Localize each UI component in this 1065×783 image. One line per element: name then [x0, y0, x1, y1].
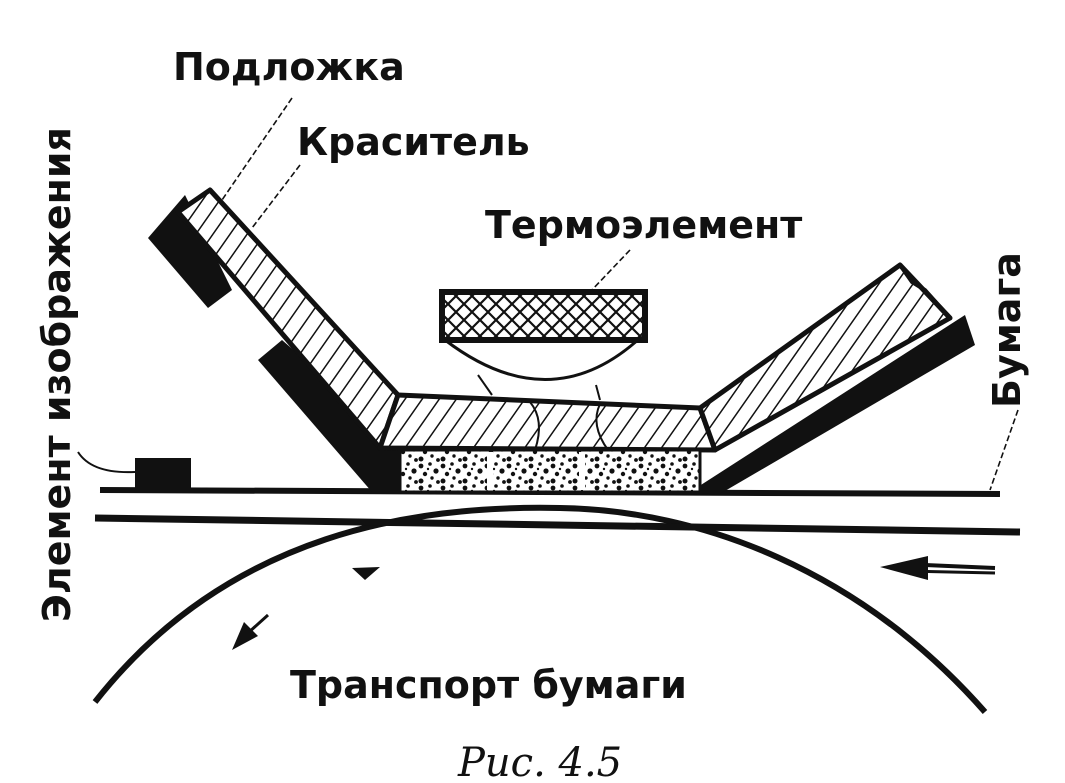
label-paper: Бумага [985, 252, 1029, 408]
transport-arrow-left-head [232, 622, 258, 650]
label-substrate: Подложка [173, 45, 405, 89]
label-paper-transport: Транспорт бумаги [290, 663, 687, 707]
leader-thermo-element [589, 249, 631, 293]
label-thermo-element: Термоэлемент [485, 203, 802, 247]
transferred-dye [398, 448, 702, 494]
heat-crack-1 [529, 401, 540, 451]
leader-dye [251, 164, 301, 229]
transport-drum-arc [92, 504, 988, 714]
paper-sheet-bottom [94, 514, 1021, 536]
substrate-left-lower [258, 340, 408, 492]
thermo-element-curve [444, 336, 642, 381]
paper-feed-arrow-head [880, 556, 928, 580]
thermo-element-stem-right [595, 384, 601, 401]
substrate-right [690, 315, 975, 495]
label-image-element: Элемент изображения [35, 127, 79, 622]
transport-arrow-right [352, 567, 380, 580]
image-element-leader [77, 451, 136, 474]
dye-ribbon-bottom [377, 392, 718, 453]
paper-feed-arrow-shaft [924, 563, 996, 570]
thermo-element-stem-left [477, 374, 493, 396]
dye-ribbon-left-arm [175, 187, 401, 451]
leader-paper [989, 409, 1019, 491]
ribbon-edge-right [898, 263, 952, 320]
substrate-left-upper [148, 195, 232, 308]
image-element-block [135, 458, 191, 490]
leader-substrate [221, 97, 293, 201]
thermo-element-body [439, 289, 648, 343]
label-dye: Краситель [297, 120, 530, 164]
figure-caption: Рис. 4.5 [457, 740, 622, 783]
heat-crack-2 [595, 403, 609, 451]
